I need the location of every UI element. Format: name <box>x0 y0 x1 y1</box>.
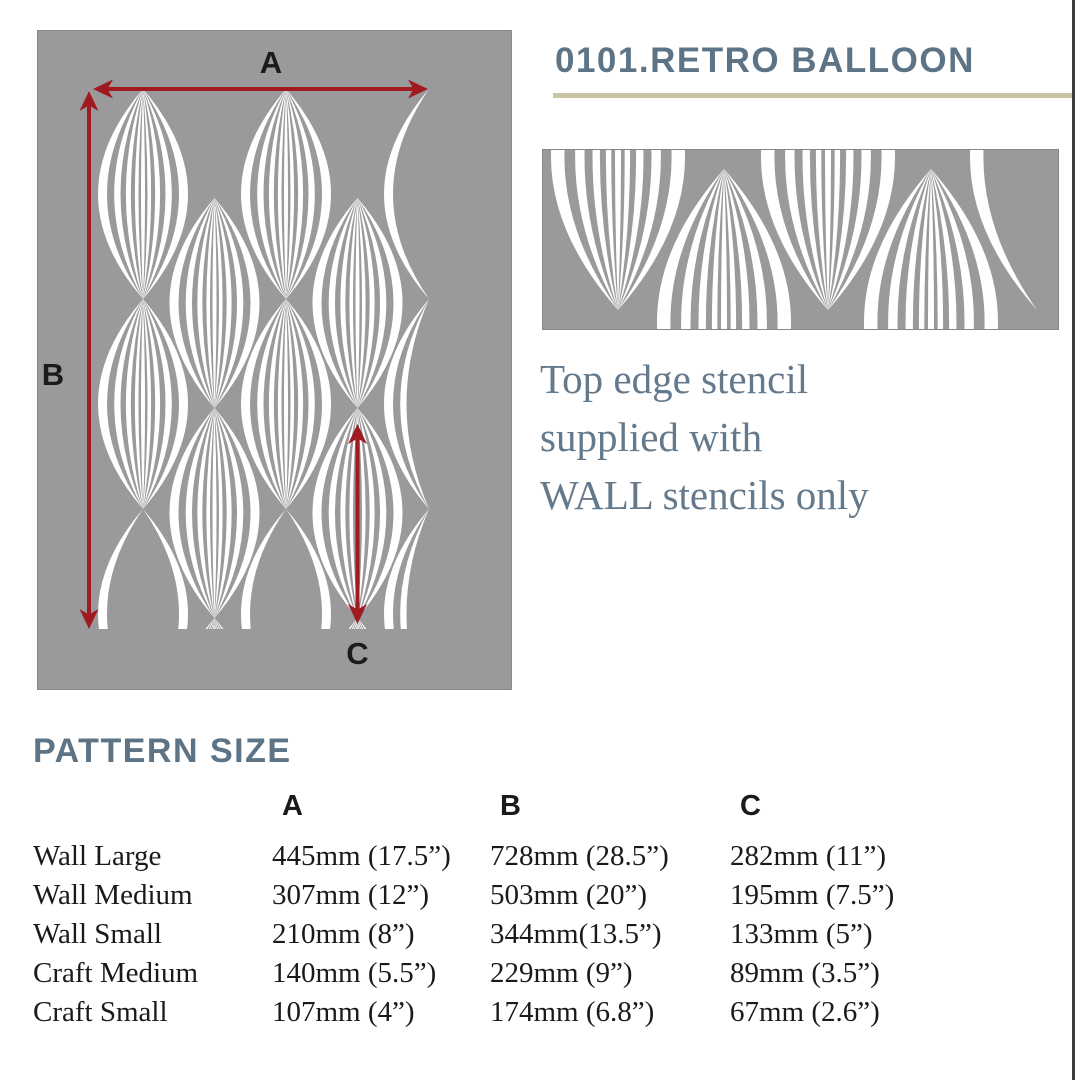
size-table: A B C Wall Large 445mm (17.5”) 728mm (28… <box>33 790 1063 1032</box>
dimension-arrow-c <box>348 424 367 624</box>
pattern-diagram: A B C <box>37 30 512 690</box>
row-label: Craft Small <box>33 996 168 1028</box>
cell-c: 67mm (2.6”) <box>730 996 880 1028</box>
dimension-label-b: B <box>42 357 64 392</box>
dimension-label-a: A <box>260 45 282 80</box>
row-label: Wall Large <box>33 840 162 872</box>
dimension-label-c: C <box>346 636 368 671</box>
edge-note-line: Top edge stencil <box>540 356 809 402</box>
cell-a: 107mm (4”) <box>272 996 415 1028</box>
dimension-arrow-a <box>93 79 428 99</box>
edge-note: Top edge stencil supplied with WALL sten… <box>540 350 869 524</box>
cell-a: 445mm (17.5”) <box>272 840 451 872</box>
size-col-header-c: C <box>740 790 761 822</box>
cell-c: 89mm (3.5”) <box>730 957 880 989</box>
row-label: Wall Medium <box>33 879 193 911</box>
cell-b: 174mm (6.8”) <box>490 996 655 1028</box>
edge-note-line: supplied with <box>540 414 763 460</box>
size-col-header-a: A <box>282 790 303 822</box>
cell-b: 728mm (28.5”) <box>490 840 669 872</box>
row-label: Craft Medium <box>33 957 199 989</box>
top-edge-stencil-preview <box>542 149 1059 330</box>
edge-note-line: WALL stencils only <box>540 472 869 518</box>
cell-b: 344mm(13.5”) <box>490 918 662 950</box>
size-col-header-empty <box>33 790 272 837</box>
cell-c: 195mm (7.5”) <box>730 879 895 911</box>
edge-stencil-pattern <box>551 150 1037 329</box>
title-underline <box>553 93 1073 98</box>
dimension-arrow-b <box>79 91 99 629</box>
cell-a: 140mm (5.5”) <box>272 957 437 989</box>
size-col-header-b: B <box>500 790 521 822</box>
cell-a: 307mm (12”) <box>272 879 430 911</box>
cell-a: 210mm (8”) <box>272 918 415 950</box>
row-label: Wall Small <box>33 918 162 950</box>
cell-c: 282mm (11”) <box>730 840 886 872</box>
cell-b: 503mm (20”) <box>490 879 648 911</box>
cell-b: 229mm (9”) <box>490 957 633 989</box>
balloon-pattern <box>98 89 429 629</box>
pattern-size-heading: PATTERN SIZE <box>33 732 292 770</box>
cell-c: 133mm (5”) <box>730 918 873 950</box>
page-edge-line <box>1072 0 1075 1080</box>
page-title: 0101.RETRO BALLOON <box>555 41 975 80</box>
